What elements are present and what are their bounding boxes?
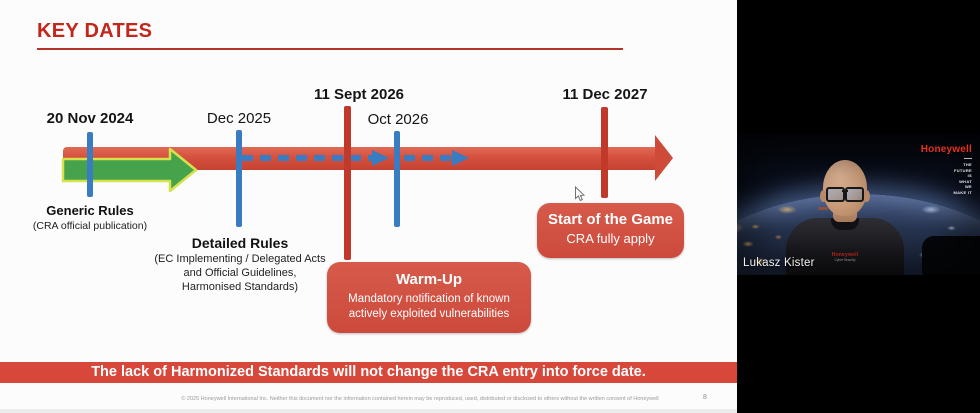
- slide-bottom-edge: [0, 409, 737, 413]
- tagline-line: MAKE IT: [953, 189, 972, 195]
- generic-rules-label: Generic Rules: [46, 203, 134, 218]
- presentation-slide: KEY DATES 20 Nov 2024 Dec 2025 11 Sept 2…: [0, 0, 737, 413]
- dashed-arrowhead-icon: [372, 150, 389, 166]
- ear: [863, 190, 870, 202]
- dashed-arrowhead-icon: [452, 150, 469, 166]
- start-of-game-callout: Start of the Game CRA fully apply: [537, 203, 684, 258]
- detailed-rules-sub-line: Harmonised Standards): [181, 281, 299, 293]
- detailed-rules-sub-line: (EC Implementing / Delegated Acts: [154, 253, 326, 265]
- tick-dec-2025: [236, 130, 242, 227]
- rooftop-silhouette: [922, 236, 980, 275]
- speaker-head: [818, 160, 870, 216]
- detailed-rules-label: Detailed Rules: [191, 235, 289, 251]
- date-label-11-sept-2026: 11 Sept 2026: [313, 86, 405, 103]
- honeywell-brand-block: Honeywell THE FUTURE IS WHAT WE MAKE IT: [921, 144, 972, 195]
- generic-rules-sub: (CRA official publication): [32, 220, 148, 232]
- speaker-name-label: Lukasz Kister: [743, 257, 815, 269]
- start-of-game-title: Start of the Game: [547, 211, 674, 228]
- glasses-lens: [845, 187, 864, 202]
- shirt-logo: Honeywell Cyber Security: [819, 252, 871, 262]
- tick-11-sept-2026: [344, 106, 351, 260]
- bottom-banner: The lack of Harmonized Standards will no…: [0, 362, 737, 383]
- dashed-arrow-segment: [242, 155, 372, 161]
- glasses-icon: [826, 187, 864, 202]
- mouth: [818, 207, 828, 210]
- tagline-line: IS: [967, 173, 972, 178]
- slide-title: KEY DATES: [37, 20, 153, 42]
- warm-up-callout: Warm-Up Mandatory notification of known …: [327, 262, 531, 333]
- glasses-bridge: [842, 190, 848, 192]
- date-label-dec-2025: Dec 2025: [206, 110, 272, 127]
- shirt-brand-text: Honeywell: [831, 252, 859, 258]
- tagline-line: THE: [963, 162, 972, 167]
- detailed-rules-sub: (EC Implementing / Delegated Acts and Of…: [154, 252, 325, 294]
- mouse-cursor-icon: [575, 186, 585, 202]
- webcam-video: Honeywell Cyber Security Honeywell THE F…: [737, 134, 980, 275]
- timeline-arrowhead-icon: [655, 135, 673, 181]
- tick-20-nov-2024: [87, 132, 93, 197]
- date-label-11-dec-2027: 11 Dec 2027: [562, 86, 648, 103]
- glasses-lens: [826, 187, 845, 202]
- warm-up-line: actively exploited vulnerabilities: [348, 308, 510, 320]
- tagline-line: WHAT: [959, 178, 972, 184]
- tick-11-dec-2027: [601, 107, 608, 198]
- shirt-brand-sub: Cyber Security: [834, 258, 856, 262]
- green-progress-arrow-icon: [61, 147, 198, 193]
- honeywell-logo: Honeywell: [920, 144, 972, 155]
- date-label-oct-2026: Oct 2026: [367, 111, 429, 128]
- date-label-20-nov-2024: 20 Nov 2024: [46, 110, 134, 127]
- ear: [820, 190, 827, 202]
- warm-up-title: Warm-Up: [395, 271, 463, 288]
- tagline-line: WE: [964, 184, 972, 189]
- bottom-banner-text: The lack of Harmonized Standards will no…: [91, 364, 646, 380]
- start-of-game-line: CRA fully apply: [566, 231, 655, 246]
- webcam-panel: Honeywell Cyber Security Honeywell THE F…: [737, 0, 980, 413]
- title-underline: [37, 48, 623, 50]
- tagline-line: FUTURE: [953, 167, 972, 173]
- brand-divider: [964, 158, 972, 159]
- page-number: 8: [703, 394, 707, 401]
- dashed-arrow-segment: [404, 155, 452, 161]
- warm-up-line: Mandatory notification of known: [348, 293, 510, 305]
- detailed-rules-sub-line: and Official Guidelines,: [183, 267, 297, 279]
- tick-oct-2026: [394, 131, 400, 227]
- footer-copyright: © 2025 Honeywell International Inc. Neit…: [181, 396, 659, 402]
